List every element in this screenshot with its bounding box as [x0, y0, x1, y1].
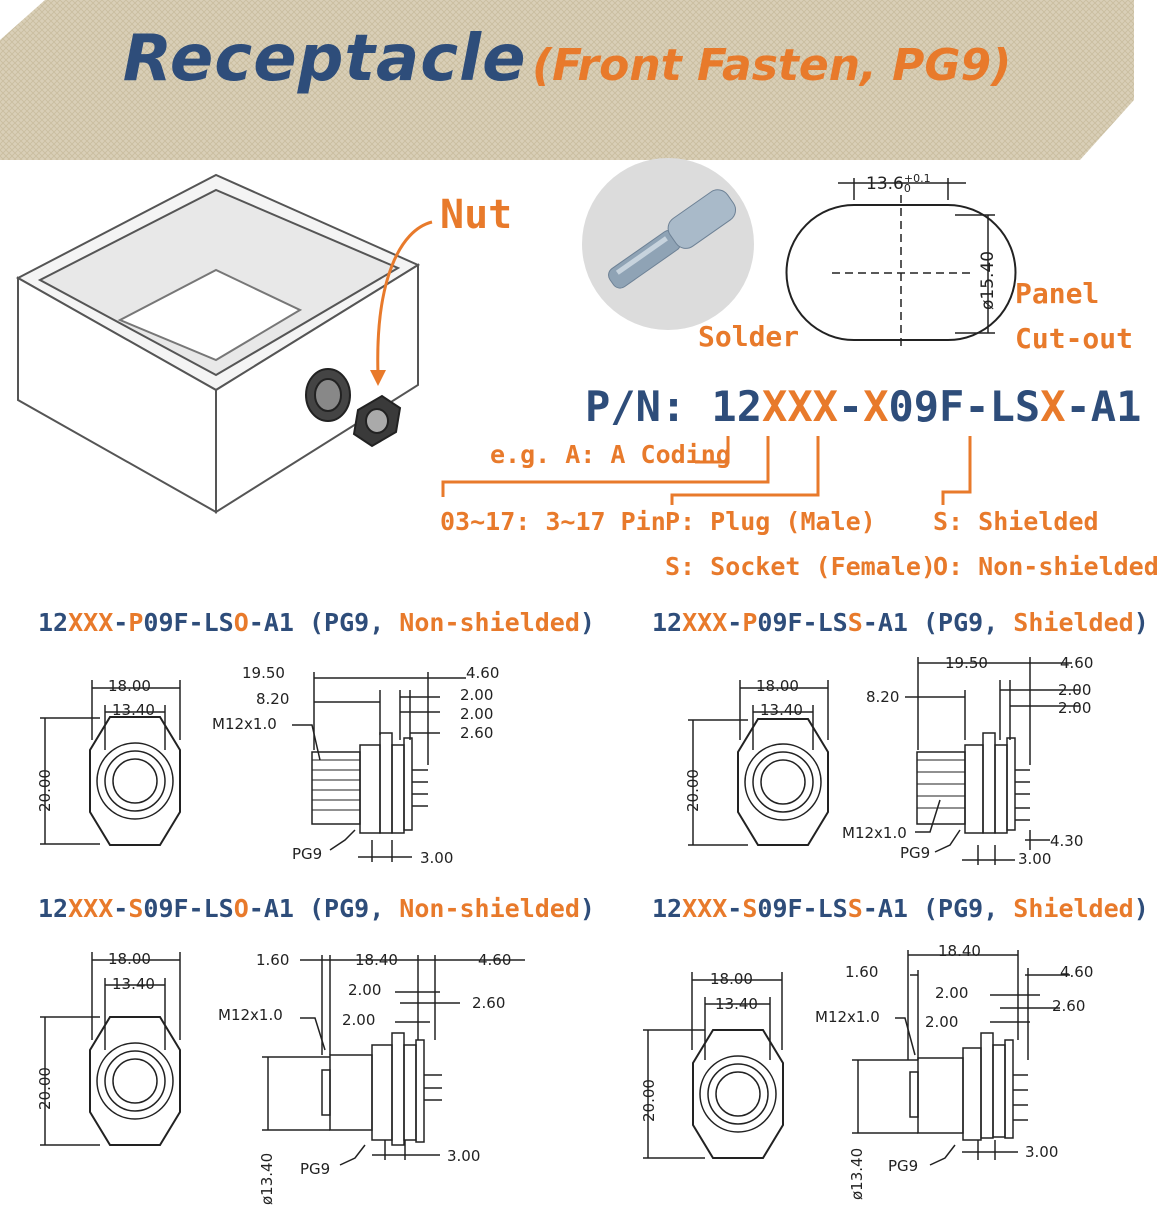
- s2-d4: 3.00: [1018, 850, 1052, 868]
- s4-thread: M12x1.0: [815, 1008, 880, 1026]
- s2-pg: PG9: [900, 844, 931, 862]
- s3-d3: 2.00: [342, 1011, 376, 1029]
- title-main: Receptacle: [122, 22, 527, 96]
- solder-label: Solder: [698, 320, 800, 353]
- page-title: Receptacle (Front Fasten, PG9): [0, 22, 1134, 96]
- s4-dia: ø13.40: [848, 1147, 866, 1200]
- drawing-p-nonshielded: [40, 672, 466, 862]
- technical-drawing: [15, 158, 1080, 1166]
- s1-w-inner: 13.40: [112, 701, 155, 719]
- s1-d2: 2.00: [460, 705, 494, 723]
- s4-len-a: 1.60: [845, 963, 879, 981]
- nut-arrowhead: [370, 370, 386, 386]
- drawing-s-shielded: [643, 950, 1070, 1166]
- s3-w-outer: 18.00: [108, 950, 151, 968]
- s3-thread: M12x1.0: [218, 1006, 283, 1024]
- s1-len-a: 4.60: [466, 664, 500, 682]
- part-number: P/N: 12XXX-X09F-LSX-A1: [585, 382, 1141, 431]
- s2-d1: 2.00: [1058, 681, 1092, 699]
- s2-w-outer: 18.00: [756, 677, 799, 695]
- pn-legend-nonshielded: O: Non-shielded: [933, 552, 1159, 581]
- s2-w-inner: 13.40: [760, 701, 803, 719]
- s3-d4: 3.00: [447, 1147, 481, 1165]
- s1-len-b: 8.20: [256, 690, 290, 708]
- s3-w-inner: 13.40: [112, 975, 155, 993]
- panel-label-line2: Cut-out: [1015, 322, 1134, 355]
- enclosure-box: [15, 173, 421, 514]
- s4-len-c: 4.60: [1060, 963, 1094, 981]
- section-title-p-shielded: 12XXX-P09F-LSS-A1 (PG9, Shielded): [652, 608, 1149, 637]
- section-title-s-nonshielded: 12XXX-S09F-LSO-A1 (PG9, Non-shielded): [38, 894, 595, 923]
- pn-prefix: P/N: 12: [585, 382, 763, 431]
- section-title-p-nonshielded: 12XXX-P09F-LSO-A1 (PG9, Non-shielded): [38, 608, 595, 637]
- pn-x3: X: [863, 382, 889, 431]
- s1-w-outer: 18.00: [108, 677, 151, 695]
- nut-arrow: [376, 220, 433, 376]
- title-sub: (Front Fasten, PG9): [532, 40, 1012, 91]
- pn-legend-lines: [441, 436, 972, 505]
- s4-height: 20.00: [640, 1079, 658, 1122]
- s2-len-a: 4.60: [1060, 654, 1094, 672]
- s3-len-c: 4.60: [478, 951, 512, 969]
- s3-len-a: 1.60: [256, 951, 290, 969]
- s1-d4: 3.00: [420, 849, 454, 867]
- solder-pin-image: [582, 158, 754, 330]
- s4-pg: PG9: [888, 1157, 919, 1175]
- connector-on-box: [305, 368, 402, 448]
- cutout-tol-lower: 0: [903, 182, 911, 195]
- pn-suffix: -A1: [1065, 382, 1142, 431]
- s1-d3: 2.60: [460, 724, 494, 742]
- s4-d4: 3.00: [1025, 1143, 1059, 1161]
- s1-len-total: 19.50: [242, 664, 285, 682]
- s4-d1: 2.00: [935, 984, 969, 1002]
- s4-w-outer: 18.00: [710, 970, 753, 988]
- cutout-diameter-dim: ø15.40: [978, 250, 998, 310]
- s3-d2: 2.60: [472, 994, 506, 1012]
- s1-height: 20.00: [36, 769, 54, 812]
- pn-legend-pins: 03~17: 3~17 Pin: [440, 507, 666, 536]
- s2-d2: 2.00: [1058, 699, 1092, 717]
- pn-dash: -: [837, 382, 864, 431]
- drawing-p-shielded: [688, 657, 1080, 865]
- pn-x4: X: [1040, 382, 1066, 431]
- s4-d2: 2.60: [1052, 997, 1086, 1015]
- s3-dia: ø13.40: [258, 1152, 276, 1205]
- s1-pg: PG9: [292, 845, 323, 863]
- s2-d5: 4.30: [1050, 832, 1084, 850]
- pn-legend-shielded: S: Shielded: [933, 507, 1099, 536]
- s2-len-total: 19.50: [945, 654, 988, 672]
- pn-x2: XX: [787, 382, 838, 431]
- pn-mid: 09F-LS: [888, 382, 1041, 431]
- s3-pg: PG9: [300, 1160, 331, 1178]
- s3-height: 20.00: [36, 1067, 54, 1110]
- s2-len-b: 8.20: [866, 688, 900, 706]
- cutout-width-value: 13.6: [866, 174, 904, 194]
- pn-x1: X: [762, 382, 788, 431]
- nut-label: Nut: [440, 192, 513, 238]
- cutout-tol-upper: +0.1: [903, 172, 931, 185]
- s1-thread: M12x1.0: [212, 715, 277, 733]
- s1-d1: 2.00: [460, 686, 494, 704]
- pn-legend-coding: e.g. A: A Coding: [490, 440, 731, 469]
- s4-d3: 2.00: [925, 1013, 959, 1031]
- s3-len-total: 18.40: [355, 951, 398, 969]
- s3-d1: 2.00: [348, 981, 382, 999]
- panel-cutout-drawing: [785, 178, 1017, 350]
- title-banner: [0, 0, 1134, 160]
- s4-len-total: 18.40: [938, 942, 981, 960]
- s4-w-inner: 13.40: [715, 995, 758, 1013]
- section-title-s-shielded: 12XXX-S09F-LSS-A1 (PG9, Shielded): [652, 894, 1149, 923]
- pn-legend-socket: S: Socket (Female): [665, 552, 936, 581]
- s2-height: 20.00: [684, 769, 702, 812]
- s2-thread: M12x1.0: [842, 824, 907, 842]
- panel-label-line1: Panel: [1015, 277, 1100, 310]
- pn-legend-plug: P: Plug (Male): [665, 507, 876, 536]
- drawing-s-nonshielded: [40, 952, 525, 1166]
